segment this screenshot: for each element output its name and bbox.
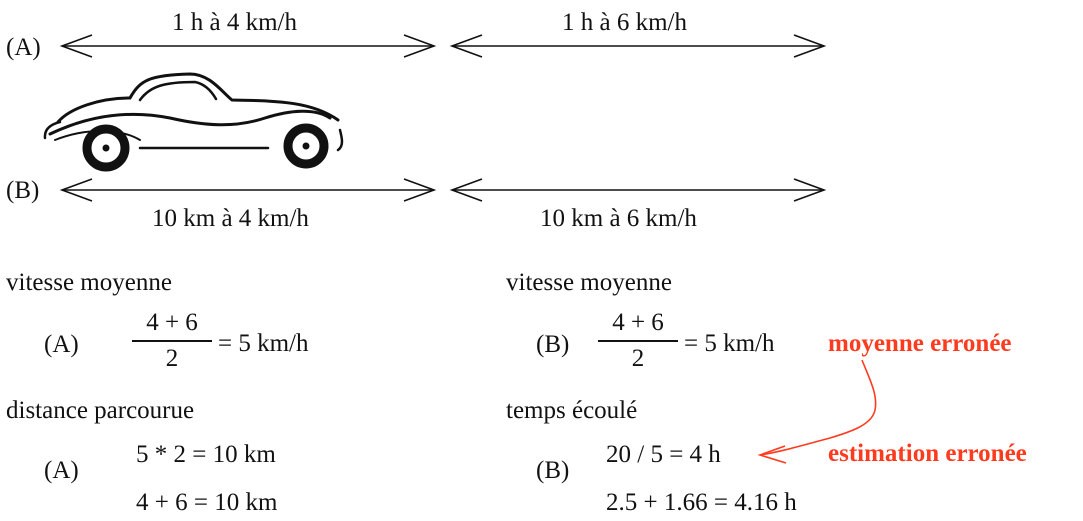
left-speed-fraction: 4 + 6 2 xyxy=(132,308,212,374)
right-fraction-bar xyxy=(598,340,678,342)
segment-b2-caption: 10 km à 6 km/h xyxy=(540,205,697,232)
scenario-a-label: (A) xyxy=(6,34,41,61)
arrow-b-segment2 xyxy=(451,178,825,202)
segment-b1-caption: 10 km à 4 km/h xyxy=(152,205,309,232)
scenario-b-label: (B) xyxy=(6,177,40,204)
left-speed-denominator: 2 xyxy=(165,345,179,372)
error-link-arrow xyxy=(757,359,877,464)
segment-a1-caption: 1 h à 4 km/h xyxy=(172,9,297,36)
right-speed-heading: vitesse moyenne xyxy=(506,269,672,296)
right-speed-denominator: 2 xyxy=(631,345,645,372)
left-speed-result: = 5 km/h xyxy=(218,330,309,357)
left-speed-heading: vitesse moyenne xyxy=(6,269,172,296)
right-time-line2: 2.5 + 1.66 = 4.16 h xyxy=(606,489,797,516)
arrow-b-segment1 xyxy=(61,178,435,202)
left-distance-line2: 4 + 6 = 10 km xyxy=(136,489,278,516)
right-speed-result: = 5 km/h xyxy=(684,330,775,357)
left-distance-line1: 5 * 2 = 10 km xyxy=(136,441,276,468)
arrow-a-segment2 xyxy=(451,34,825,58)
right-speed-label: (B) xyxy=(536,331,570,358)
left-fraction-bar xyxy=(132,340,212,342)
right-time-line1: 20 / 5 = 4 h xyxy=(606,441,721,468)
right-speed-fraction: 4 + 6 2 xyxy=(598,308,678,374)
right-time-label: (B) xyxy=(536,457,570,484)
wrong-average-note: moyenne erronée xyxy=(828,330,1012,357)
right-speed-numerator: 4 + 6 xyxy=(612,309,664,336)
right-time-heading: temps écoulé xyxy=(506,397,638,424)
car-icon xyxy=(43,72,344,172)
wrong-estimate-note: estimation erronée xyxy=(828,440,1027,467)
left-speed-numerator: 4 + 6 xyxy=(146,309,198,336)
left-distance-label: (A) xyxy=(44,457,79,484)
left-distance-heading: distance parcourue xyxy=(6,397,195,424)
left-speed-label: (A) xyxy=(44,331,79,358)
segment-a2-caption: 1 h à 6 km/h xyxy=(562,9,687,36)
arrow-a-segment1 xyxy=(61,34,435,58)
